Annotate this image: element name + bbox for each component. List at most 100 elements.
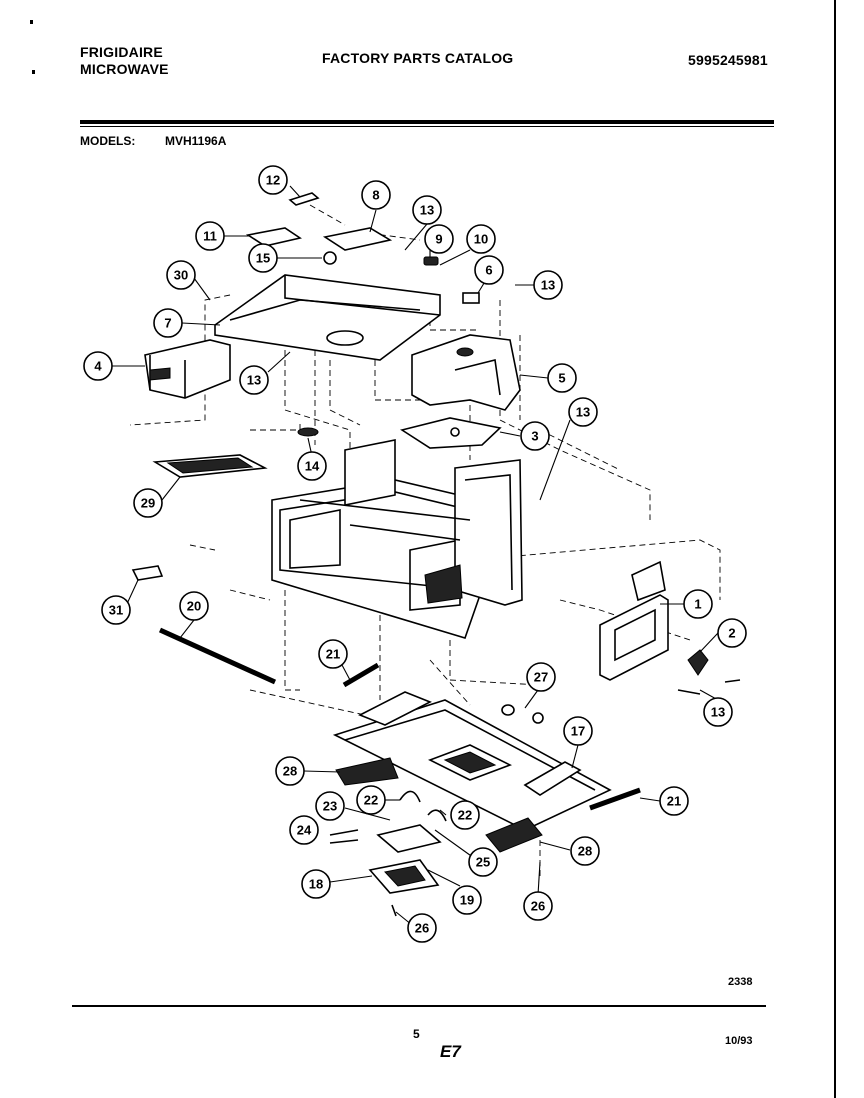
svg-text:17: 17 [571, 724, 585, 739]
models-value: MVH1196A [165, 134, 227, 148]
callout-6: 6 [474, 255, 504, 285]
svg-text:14: 14 [305, 459, 320, 474]
svg-text:11: 11 [203, 229, 217, 244]
section-code: E7 [440, 1042, 461, 1061]
page-frame [834, 0, 836, 1098]
svg-text:26: 26 [415, 921, 429, 936]
svg-text:7: 7 [164, 316, 171, 331]
svg-text:25: 25 [476, 855, 490, 870]
callout-7: 7 [153, 308, 183, 338]
product-type: MICROWAVE [80, 61, 169, 77]
svg-text:13: 13 [711, 705, 725, 720]
catalog-number: 5995245981 [688, 52, 768, 68]
svg-text:1: 1 [694, 597, 701, 612]
callout-15: 15 [248, 243, 278, 273]
diagram-ref-code: 2338 [728, 976, 753, 988]
svg-text:12: 12 [266, 173, 280, 188]
margin-mark [30, 20, 33, 24]
callout-13-bottom: 13 [703, 697, 733, 727]
brand-block: FRIGIDAIRE MICROWAVE [80, 44, 169, 78]
callout-28-right: 28 [570, 836, 600, 866]
callout-13-right: 13 [533, 270, 563, 300]
callout-14: 14 [297, 451, 327, 481]
callout-3: 3 [520, 421, 550, 451]
svg-text:24: 24 [297, 823, 312, 838]
catalog-title: FACTORY PARTS CATALOG [322, 50, 514, 66]
part-top-mounting-plate [214, 274, 441, 361]
callout-12: 12 [258, 165, 288, 195]
svg-text:5: 5 [558, 371, 565, 386]
footer-rule [72, 1005, 766, 1007]
svg-text:8: 8 [372, 188, 379, 203]
svg-text:4: 4 [94, 359, 102, 374]
svg-text:26: 26 [531, 899, 545, 914]
part-side-bracket [599, 560, 741, 695]
svg-text:21: 21 [326, 647, 340, 662]
part-rails [131, 565, 641, 811]
part-damper-plate [400, 417, 502, 449]
callout-27: 27 [526, 662, 556, 692]
callout-8: 8 [361, 180, 391, 210]
callout-5: 5 [547, 363, 577, 393]
svg-text:20: 20 [187, 599, 201, 614]
svg-text:13: 13 [247, 373, 261, 388]
svg-text:9: 9 [435, 232, 442, 247]
callout-10: 10 [466, 224, 496, 254]
svg-text:30: 30 [174, 268, 188, 283]
part-left-duct [144, 339, 231, 399]
header-rule-thin [80, 126, 774, 127]
models-label: MODELS: [80, 134, 136, 148]
svg-text:3: 3 [531, 429, 538, 444]
callout-26-right: 26 [523, 891, 553, 921]
svg-text:13: 13 [420, 203, 434, 218]
svg-text:13: 13 [541, 278, 555, 293]
callout-13-left: 13 [239, 365, 269, 395]
svg-text:19: 19 [460, 893, 474, 908]
svg-text:6: 6 [485, 263, 492, 278]
callout-2: 2 [717, 618, 747, 648]
callout-23: 23 [315, 791, 345, 821]
callout-31: 31 [101, 595, 131, 625]
svg-text:27: 27 [534, 670, 548, 685]
page-number: 5 [413, 1027, 420, 1041]
callout-29: 29 [133, 488, 163, 518]
callout-13-top: 13 [412, 195, 442, 225]
callout-18: 18 [301, 869, 331, 899]
callouts: 1 2 3 4 5 6 7 8 9 10 11 12 13 13 13 13 1… [83, 165, 747, 943]
date-code: 10/93 [725, 1035, 753, 1047]
svg-text:23: 23 [323, 799, 337, 814]
callout-11: 11 [195, 221, 225, 251]
svg-text:22: 22 [458, 808, 472, 823]
svg-text:21: 21 [667, 794, 681, 809]
part-filter-and-grommet [152, 427, 319, 478]
svg-text:18: 18 [309, 877, 323, 892]
svg-text:28: 28 [283, 764, 297, 779]
part-lamp-assembly [329, 790, 447, 917]
callout-21-left: 21 [318, 639, 348, 669]
svg-text:2: 2 [728, 626, 735, 641]
callout-19: 19 [452, 885, 482, 915]
part-right-duct [411, 334, 521, 411]
callout-9: 9 [424, 224, 454, 254]
header-rule [80, 120, 774, 124]
part-bottom-plate [332, 691, 612, 853]
svg-text:15: 15 [256, 251, 270, 266]
callout-21-right: 21 [659, 786, 689, 816]
callout-4: 4 [83, 351, 113, 381]
callout-13-mid: 13 [568, 397, 598, 427]
svg-text:29: 29 [141, 496, 155, 511]
callout-26-left: 26 [407, 913, 437, 943]
part-main-cavity [271, 439, 523, 639]
callout-1: 1 [683, 589, 713, 619]
svg-text:13: 13 [576, 405, 590, 420]
callout-22-left: 22 [356, 785, 386, 815]
part-top-small-items [245, 192, 480, 304]
callout-28-left: 28 [275, 756, 305, 786]
brand-name: FRIGIDAIRE [80, 44, 163, 60]
callout-22-right: 22 [450, 800, 480, 830]
margin-mark [32, 70, 35, 74]
svg-text:28: 28 [578, 844, 592, 859]
svg-text:10: 10 [474, 232, 488, 247]
svg-text:22: 22 [364, 793, 378, 808]
svg-text:31: 31 [109, 603, 123, 618]
